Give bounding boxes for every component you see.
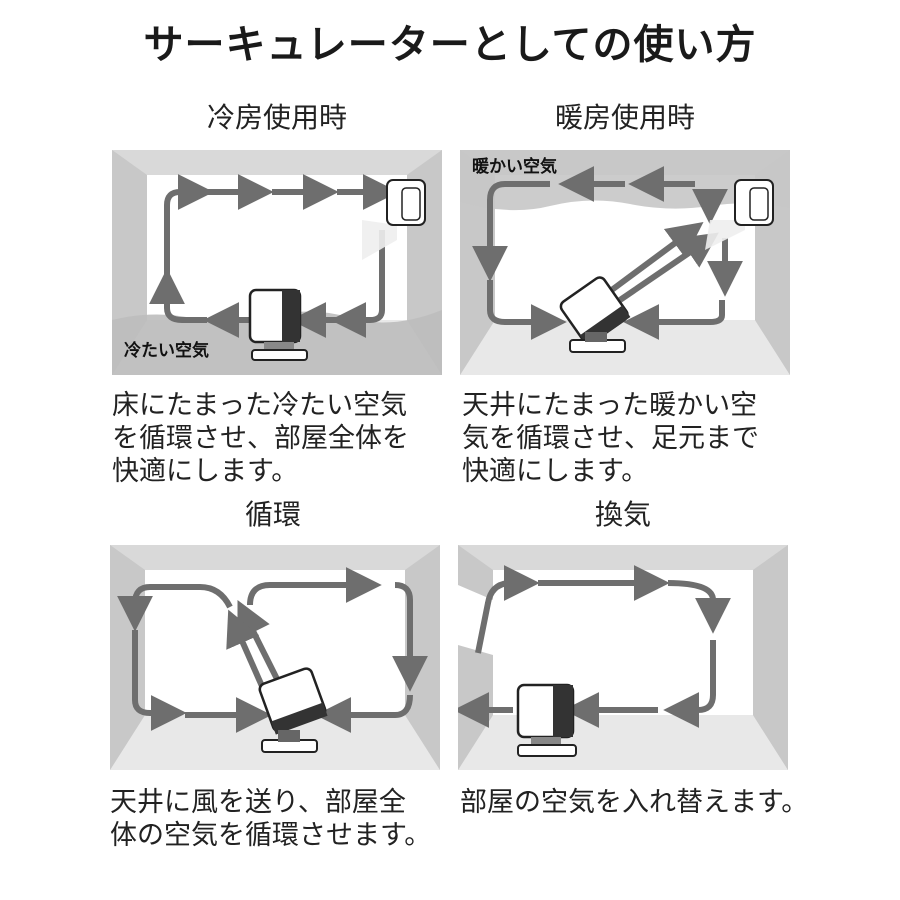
room-heating: 暖かい空気 — [460, 150, 790, 375]
heading-heating: 暖房使用時 — [554, 101, 695, 134]
warm-air-label: 暖かい空気 — [472, 156, 557, 177]
heading-circulation: 循環 — [244, 498, 301, 531]
description-heating: 天井にたまった暖かい空 気を循環させ、足元まで 快適にします。 — [462, 390, 759, 487]
description-ventilation: 部屋の空気を入れ替えます。 — [460, 787, 809, 818]
air-conditioner-icon — [362, 179, 426, 260]
room-circulation — [110, 545, 440, 770]
page-title: サーキュレーターとしての使い方 — [143, 22, 757, 68]
description-circulation: 天井に風を送り、部屋全 体の空気を循環させます。 — [110, 787, 432, 851]
room-ventilation — [458, 545, 788, 770]
room-cooling: 冷たい空気 — [112, 150, 442, 375]
circulator-icon — [248, 288, 308, 361]
heading-cooling: 冷房使用時 — [206, 101, 347, 134]
circulator-icon — [559, 276, 631, 347]
circulator-icon — [516, 683, 577, 757]
air-conditioner-icon — [705, 179, 774, 250]
heading-ventilation: 換気 — [594, 498, 651, 531]
circulator-icon — [258, 667, 328, 735]
cold-air-label: 冷たい空気 — [124, 340, 209, 361]
description-cooling: 床にたまった冷たい空気 を循環させ、部屋全体を 快適にします。 — [112, 390, 409, 487]
